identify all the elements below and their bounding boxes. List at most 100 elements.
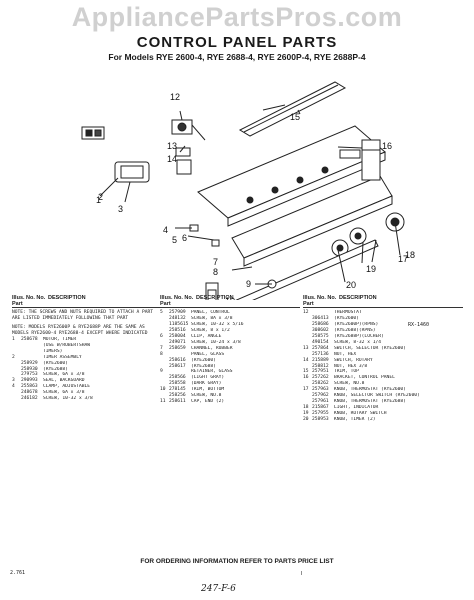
callout-15: 15: [290, 112, 300, 122]
part-number: 257909: [169, 310, 186, 316]
part-description: SCREW, 6A x 3/8: [43, 390, 85, 396]
part-description: KNOB, THERMOSTAT (RYE2688): [334, 399, 406, 404]
end-cap-part: [205, 282, 219, 300]
illus-number: 4: [12, 384, 15, 390]
callout-7: 7: [213, 257, 218, 267]
part-number: 258686: [312, 322, 329, 328]
illus-number: 14: [303, 357, 309, 363]
table-row: 258566(LIGHT GRAY): [160, 375, 300, 381]
part-number: 258516: [169, 328, 186, 334]
part-description: TRIM, TOP: [334, 369, 359, 375]
callout-5: 5: [172, 235, 177, 245]
part-number: 257961: [312, 399, 329, 404]
part-number: 246182: [21, 396, 38, 402]
illus-number: [12, 396, 21, 402]
callout-3: 3: [118, 204, 123, 214]
part-number: 306413: [312, 316, 329, 322]
table-row: TIMERS): [12, 349, 160, 355]
part-description: SCREW, 8-32 x 1/4: [334, 339, 382, 345]
part-description: (RYE2688)(RPNS): [334, 328, 376, 334]
glass-panel-part: [231, 175, 393, 267]
part-description: CAP, END (2): [191, 399, 225, 404]
part-description: THERMOSTAT: [334, 310, 362, 316]
table-row: 258575(RYE2688P)(LOCHER): [303, 334, 463, 340]
illus-number: 13: [303, 345, 309, 351]
table-row: 258929(RYE2600): [12, 361, 160, 367]
angle-clip-part: [211, 239, 220, 247]
part-description: SCREW, NO.8: [334, 381, 365, 387]
illus-number: 9: [160, 369, 163, 375]
illus-number: 17: [303, 387, 309, 393]
part-description: CLAMP, ADJUSTABLE: [43, 384, 91, 390]
illus-number: 7: [160, 345, 163, 351]
illus-number: 19: [303, 410, 309, 416]
page-code: 2.761: [10, 570, 26, 576]
table-row: 258686 (RYE2600P)(RPNS): [303, 322, 463, 328]
table-row: 248678 SCREW, 6A x 3/8: [12, 390, 160, 396]
part-description: SWITCH, ROTARY: [334, 357, 373, 363]
table-row: 258930(RYE2688): [12, 367, 160, 373]
col1-header-pn: No. No.: [26, 295, 46, 301]
illus-number: 12: [303, 310, 309, 316]
exploded-parts-diagram: 1 2 3 4 5 6 7 8 9 10 11 12 13 14 15 16 1…: [81, 81, 415, 300]
table-row: 257961 KNOB, THERMOSTAT (RYE2688): [303, 399, 463, 405]
part-description: RETAINER, GLASS: [191, 369, 233, 375]
part-number: 258929: [21, 360, 38, 366]
part-description: KNOB, ROTARY SWITCH: [334, 410, 387, 416]
part-description: (RYE2600): [334, 316, 359, 322]
part-description: (RYE2600P)(RPNS): [334, 322, 379, 328]
part-description: (DARK GRAY): [191, 381, 222, 387]
part-description: CLIP, ANGLE: [191, 334, 222, 340]
part-number: 258004: [169, 334, 186, 340]
part-description: NUT, HEX 3/8: [334, 363, 368, 369]
col3-rows: 12 THERMOSTAT 306413 (RYE2600) 258686 (RYE260…: [303, 310, 463, 422]
illus-number: 16: [303, 375, 309, 381]
callout-20: 20: [346, 280, 356, 290]
part-description: SCREW, 10-32 x 3/8: [43, 396, 93, 402]
callout-19: 19: [366, 264, 376, 274]
part-number: 248678: [21, 390, 38, 396]
table-row: 246182 SCREW, 10-32 x 3/8: [12, 396, 160, 402]
part-description: NUT, HEX: [334, 351, 357, 357]
illus-number: 11: [160, 399, 166, 404]
table-row: 12 THERMOSTAT: [303, 310, 463, 316]
part-number: 258617: [169, 363, 186, 369]
callout-1: 1: [96, 195, 101, 205]
callout-8: 8: [213, 267, 218, 277]
part-number: 278145: [169, 387, 186, 393]
table-row: 9 RETAINER, GLASS: [160, 369, 300, 375]
callout-18: 18: [405, 250, 415, 260]
timer-assembly-part: [114, 161, 150, 183]
part-description: (RYE2688): [43, 366, 68, 372]
col2-header: Illus. Part No. No. DESCRIPTION: [160, 295, 300, 309]
part-description: SCREW, 6A x 3/8: [43, 372, 85, 378]
table-row: 258558(DARK GRAY): [160, 381, 300, 387]
col3-header-desc: DESCRIPTION: [339, 295, 377, 301]
part-description: (RYE2600): [191, 357, 216, 363]
part-number: 257262: [312, 375, 329, 381]
part-description: LIGHT, INDICATOR: [334, 404, 379, 410]
part-description: TIMER ASSEMBLY: [43, 354, 82, 360]
part-number: 215867: [312, 404, 329, 410]
table-row: (USE W/ROBERTSHAW: [12, 343, 160, 349]
part-description: CHANNEL, RUBBER: [191, 345, 233, 351]
illus-number: 2: [12, 354, 15, 360]
part-number: 258678: [21, 337, 38, 343]
parts-table-col1: Illus. Part No. No. DESCRIPTION NOTE: TH…: [12, 295, 160, 402]
table-row: 306413 (RYE2600): [303, 316, 463, 322]
